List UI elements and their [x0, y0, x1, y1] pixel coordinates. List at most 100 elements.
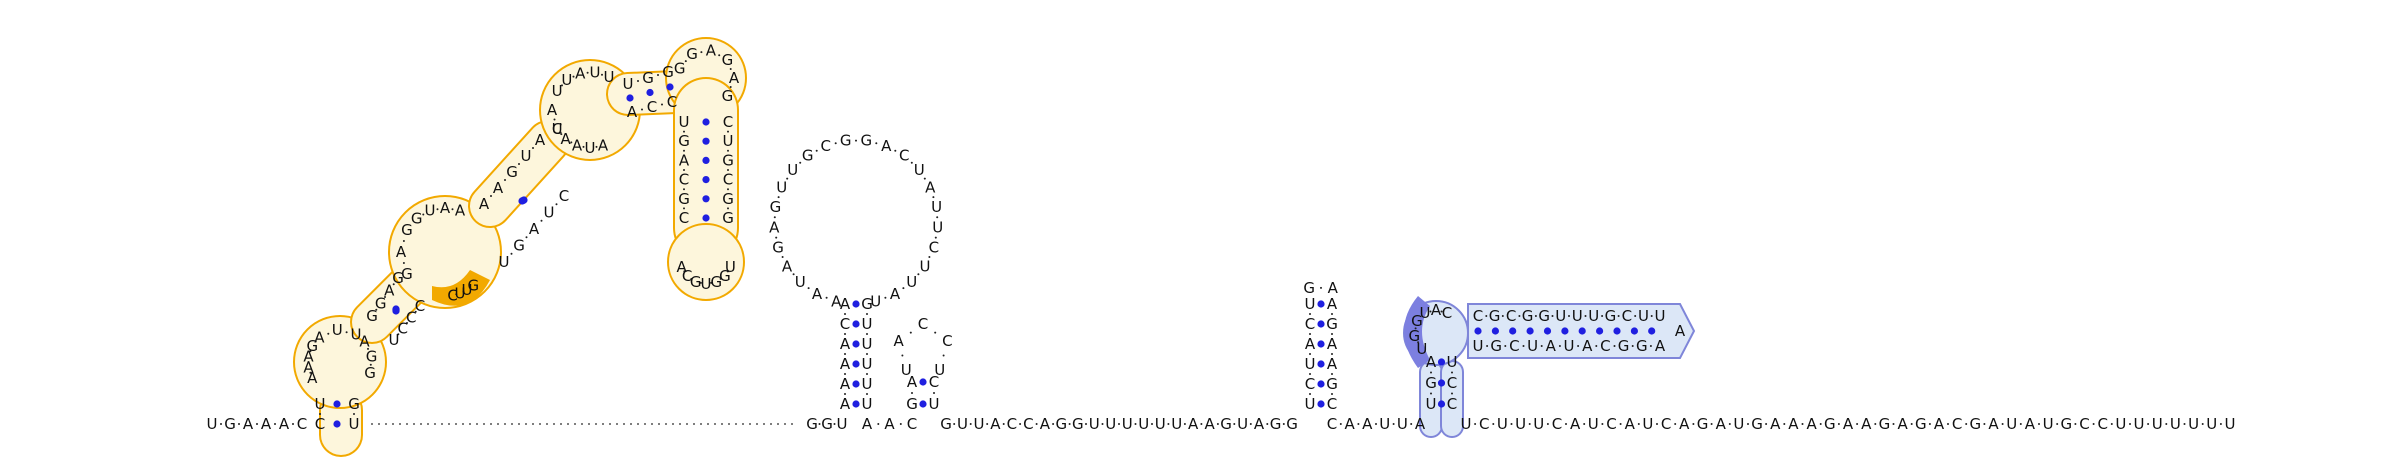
gap-seq-nt-1: G [821, 415, 833, 433]
hairpin1-loop-nt-17: U [931, 198, 942, 216]
unpaired-gap-49 [714, 423, 716, 425]
h3-h4-seq-nt-1: A [1344, 415, 1355, 433]
domain-a-stem4-pair-1 [646, 88, 654, 97]
domain-a-loop2-top-nt-2: A [440, 199, 451, 217]
domain-a-stem3-right-link-0 [510, 252, 513, 255]
domain-a-loop2-top-nt-1: U [425, 202, 436, 220]
hairpin1-stem-left-link-1 [844, 373, 846, 375]
hairpin1-loop-link-22 [884, 296, 887, 299]
domain-a-stem1-left-link-0 [319, 413, 321, 415]
hairpin3-stem-pair-1 [1317, 380, 1325, 388]
hairpin2-loop-nt-3: C [942, 332, 952, 350]
h2-h3-seq-nt-12: U [1138, 415, 1149, 433]
hairpin3-stem-left-link-1 [1309, 373, 1311, 375]
hairpin1-loop-nt-14: C [899, 147, 909, 165]
unpaired-gap-42 [665, 423, 667, 425]
h2-h3-seq-link-20 [1282, 423, 1285, 425]
domain-a-stem3-left-nt-1: A [493, 179, 504, 197]
hairpin1-stem-right-link-1 [866, 333, 868, 335]
domain-a-bulge-nt-3: C [447, 286, 457, 304]
unpaired-gap-29 [574, 423, 576, 425]
unpaired-gap-48 [707, 423, 709, 425]
unpaired-gap-12 [455, 423, 457, 425]
domain-a-loop2-top-link-0 [422, 213, 425, 216]
h1-h2-seq-link-0 [877, 423, 880, 425]
h2-h3-seq-nt-8: G [1072, 415, 1084, 433]
domain-a-loop1-top-link-0 [327, 332, 330, 335]
hairpin1-stem-left-link-4 [844, 313, 846, 315]
domain-a-loop3-left-nt-0: C [552, 120, 562, 138]
unpaired-gap-34 [609, 423, 611, 425]
unpaired-gap-33 [602, 423, 604, 425]
h3-h4-seq-nt-2: A [1362, 415, 1373, 433]
domain-a-loop1-top-nt-2: U [351, 325, 362, 343]
hairpin3-loop-nt-1: A [1328, 279, 1339, 297]
unpaired-gap-50 [721, 423, 723, 425]
hairpin1-loop-link-1 [807, 287, 810, 290]
domain-a-stem5-left-nt-4: G [678, 190, 690, 208]
h2-h3-seq-nt-14: U [1171, 415, 1182, 433]
hairpin2-stem-left-nt-1: A [907, 373, 918, 391]
unpaired-gap-24 [539, 423, 541, 425]
domain-a-stem3-right-nt-4: C [559, 187, 569, 205]
domain-b-loop-top-link-1 [1440, 310, 1443, 313]
hairpin3-stem-right-nt-2: A [1327, 335, 1338, 353]
hairpin1-loop-link-18 [934, 236, 937, 239]
hairpin1-loop-nt-1: A [812, 285, 823, 303]
unpaired-gap-58 [777, 423, 779, 425]
domain-b-arm-pair-5 [1561, 327, 1569, 335]
three-prime-link-18 [1801, 423, 1804, 425]
hairpin1-loop-nt-3: A [782, 257, 793, 275]
domain-b-arm-top-link-4 [1551, 315, 1554, 317]
hairpin1-loop-nt-21: U [906, 273, 917, 291]
domain-b-loop-accent-link-1 [1414, 327, 1417, 330]
unpaired-gap-17 [490, 423, 492, 425]
h2-h3-seq-nt-19: A [1254, 415, 1265, 433]
domain-a-stem3-pair-4 [518, 197, 526, 205]
h2-h3-seq-link-16 [1216, 423, 1219, 425]
unpaired-gap-25 [546, 423, 548, 425]
h3-h4-seq-nt-3: U [1379, 415, 1390, 433]
domain-b-arm-pair-3 [1526, 327, 1534, 335]
three-prime-nt-35: C [2097, 415, 2107, 433]
hairpin1-stem-right-nt-0: G [861, 295, 873, 313]
domain-a-stem3-left-link-1 [504, 179, 506, 181]
hairpin2-loop-link-3 [942, 354, 945, 357]
three-prime-nt-7: U [1588, 415, 1599, 433]
hairpin1-stem-left-nt-3: A [840, 335, 851, 353]
domain-b-loop-accent-link-0 [1417, 341, 1420, 344]
three-prime-link-15 [1747, 423, 1749, 425]
domain-a-loop2-top-link-2 [451, 208, 454, 211]
three-prime-nt-36: U [2115, 415, 2126, 433]
hairpin1-loop-link-7 [786, 177, 789, 180]
h2-h3-seq-link-13 [1167, 423, 1170, 425]
h3-h4-seq-nt-4: U [1397, 415, 1408, 433]
h2-h3-seq-nt-3: A [990, 415, 1001, 433]
hairpin2-stem-left-nt-0: G [906, 395, 918, 413]
three-prime-nt-5: C [1552, 415, 1562, 433]
domain-b-arm-bottom-nt-7: C [1600, 337, 1610, 355]
unpaired-gap-46 [693, 423, 695, 425]
unpaired-gap-16 [483, 423, 485, 425]
hairpin1-loop-link-0 [825, 296, 828, 299]
three-prime-nt-33: G [2060, 415, 2072, 433]
hairpin1-loop-link-14 [910, 161, 913, 164]
domain-a-stem2-left-link-1 [384, 296, 386, 298]
domain-a-stem1-right-nt-0: G [348, 395, 360, 413]
five-prime-nt-2: A [243, 415, 254, 433]
domain-a-stem5-right-nt-4: G [722, 190, 734, 208]
unpaired-gap-38 [637, 423, 639, 425]
domain-b-stem-pair-2 [1437, 358, 1446, 366]
domain-a-loop3-top-link-1 [572, 75, 575, 78]
h2-h3-seq-nt-11: U [1122, 415, 1133, 433]
domain-b-arm-top-nt-6: U [1572, 307, 1583, 325]
hairpin1-loop-link-3 [781, 256, 784, 258]
unpaired-gap-18 [497, 423, 499, 425]
domain-a-loop1-top-nt-0: A [314, 329, 325, 347]
domain-a-stem3-right-nt-2: A [529, 220, 540, 238]
domain-a-stem2-left-link-2 [392, 283, 395, 286]
domain-a-stem2-right-nt-3: U [389, 331, 400, 349]
three-prime-link-33 [2074, 423, 2077, 425]
hairpin3-stem-right-nt-3: A [1327, 355, 1338, 373]
unpaired-gap-40 [651, 423, 653, 425]
